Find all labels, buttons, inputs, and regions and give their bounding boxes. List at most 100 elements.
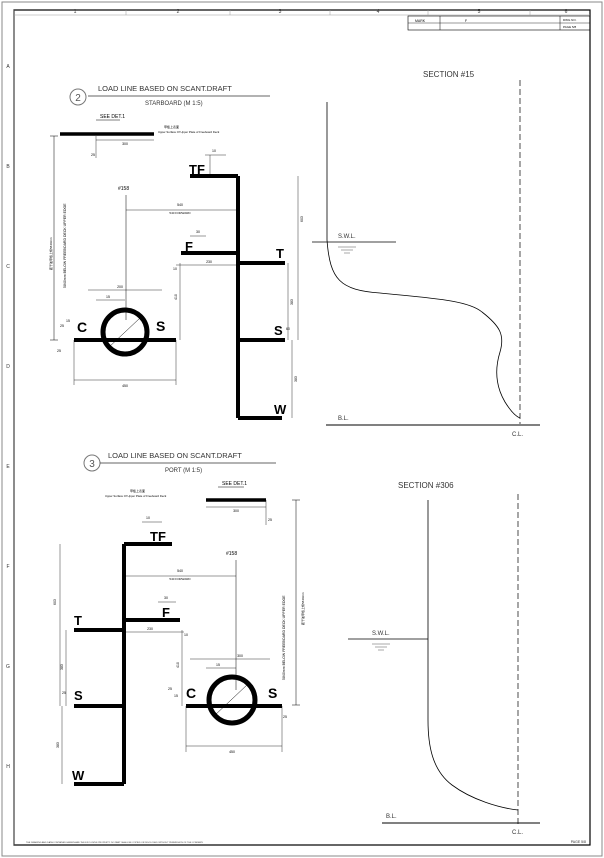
dim-300b: 300 — [237, 654, 243, 658]
dim-25: 25 — [268, 518, 272, 522]
title-block: MARK F DWG NO. PAGE 5/8 — [407, 15, 591, 31]
page-number: PAGE 5/8 — [571, 840, 586, 844]
title-block-rev: F — [465, 19, 467, 23]
dim-540: 540 — [177, 569, 183, 573]
row-marker: C — [6, 264, 10, 270]
see-det-label: SEE DET.1 — [222, 481, 247, 487]
title-block-dwg: DWG NO. — [563, 18, 577, 22]
load-line-ring — [206, 674, 258, 726]
vertical-note-cn: 距干舷甲板上缘5840mm — [300, 592, 305, 625]
deck-caption: Upper Surface Of Upper Plate of Freeboar… — [158, 130, 220, 134]
view-subtitle: STARBOARD (M 1:5) — [145, 101, 203, 107]
cl-label: C.L. — [512, 830, 523, 836]
see-det-label: SEE DET.1 — [100, 114, 125, 120]
col-marker: 5 — [478, 9, 481, 15]
letter-c: C — [186, 685, 196, 701]
vertical-note-cn: 距干舷甲板上缘5840mm — [48, 237, 53, 270]
dim-383: 383 — [290, 299, 294, 305]
dim-200: 200 — [117, 285, 123, 289]
dim-300: 300 — [233, 509, 239, 513]
view-title: LOAD LINE BASED ON SCANT.DRAFT — [98, 84, 232, 93]
dim-10: 10 — [212, 149, 216, 153]
row-marker: G — [6, 664, 10, 670]
title-block-page: PAGE 5/8 — [563, 25, 576, 29]
dim-230: 230 — [147, 627, 153, 631]
vertical-note: 5840mm BELOW FREEBOARD DECK UPPER EDGE — [282, 595, 286, 680]
load-line-ring — [100, 307, 150, 357]
view-title: LOAD LINE BASED ON SCANT.DRAFT — [108, 451, 242, 460]
dim-410: 410 — [176, 662, 180, 668]
view-number: 2 — [75, 93, 81, 104]
letter-t: T — [276, 246, 284, 261]
dim-383: 383 — [60, 664, 64, 670]
letter-c: C — [77, 319, 87, 335]
row-marker: B — [6, 164, 10, 170]
dim-10b: 10 — [173, 267, 177, 271]
column-markers: 1 2 3 4 5 6 — [74, 9, 568, 15]
dim-10: 10 — [146, 516, 150, 520]
row-marker: F — [6, 564, 9, 570]
dim-15b: 15 — [66, 319, 70, 323]
dim-410: 410 — [174, 294, 178, 300]
letter-f: F — [185, 239, 193, 254]
dim-300: 300 — [122, 142, 128, 146]
deck-caption-cn: 甲板上表面 — [164, 124, 179, 129]
letter-tf: TF — [150, 529, 166, 544]
col-marker: 1 — [74, 9, 77, 15]
dim-383b: 383 — [56, 742, 60, 748]
dim-10b: 10 — [184, 633, 188, 637]
letter-f: F — [162, 605, 170, 620]
deck-caption-cn: 甲板上表面 — [130, 488, 145, 493]
bl-label: B.L. — [386, 814, 397, 820]
col-marker: 2 — [177, 9, 180, 15]
col-marker: 4 — [377, 9, 380, 15]
letter-w: W — [72, 768, 85, 783]
view-number-circle — [69, 88, 87, 106]
dim-15: 15 — [216, 663, 220, 667]
row-markers: A B C D E F G H — [6, 64, 10, 770]
cl-label: C.L. — [512, 432, 523, 438]
dim-450: 450 — [122, 384, 128, 388]
row-marker: H — [6, 764, 10, 770]
dim-230: 230 — [206, 260, 212, 264]
section-title: SECTION #306 — [398, 481, 454, 490]
dim-540: 540 — [177, 203, 183, 207]
deck-caption: Upper Surface Of Upper Plate of Freeboar… — [105, 494, 167, 498]
bl-label: B.L. — [338, 416, 349, 422]
dim-383b: 383 — [294, 376, 298, 382]
dim-25c: 25 — [57, 349, 61, 353]
dim-25c: 25 — [283, 715, 287, 719]
title-block-mark: MARK — [415, 19, 426, 23]
dim-603: 603 — [300, 216, 304, 222]
dim-25d: 25 — [62, 691, 66, 695]
view-number: 3 — [89, 459, 95, 470]
row-marker: E — [6, 464, 10, 470]
col-marker: 6 — [565, 9, 568, 15]
frame-label: #158 — [118, 186, 129, 192]
view-subtitle: PORT (M 1:5) — [165, 468, 202, 474]
letter-tf: TF — [189, 162, 205, 177]
dim-25b: 25 — [60, 324, 64, 328]
view-starboard: 2 LOAD LINE BASED ON SCANT.DRAFT STARBOA… — [48, 84, 304, 420]
dim-450: 450 — [229, 750, 235, 754]
dim-25: 25 — [91, 153, 95, 157]
dim-540-forward: 540 FORWARD — [169, 211, 191, 215]
view-port: 3 LOAD LINE BASED ON SCANT.DRAFT PORT (M… — [53, 451, 305, 786]
swl-label: S.W.L. — [338, 234, 356, 240]
dim-15b: 15 — [174, 694, 178, 698]
row-marker: A — [6, 64, 10, 70]
dim-15: 15 — [106, 295, 110, 299]
swl-label: S.W.L. — [372, 631, 390, 637]
letter-t: T — [74, 613, 82, 628]
letter-s-right: S — [274, 323, 283, 338]
dim-30: 30 — [164, 596, 168, 600]
hull-profile — [427, 719, 519, 811]
dim-25b: 25 — [168, 687, 172, 691]
section-15: SECTION #15 S.W.L. B.L. C.L. — [312, 70, 540, 438]
dim-540-forward: 540 FORWARD — [169, 577, 191, 581]
letter-s-circle: S — [268, 685, 277, 701]
letter-w: W — [274, 402, 287, 417]
frame-label: #158 — [226, 551, 237, 557]
row-marker: D — [6, 364, 10, 370]
